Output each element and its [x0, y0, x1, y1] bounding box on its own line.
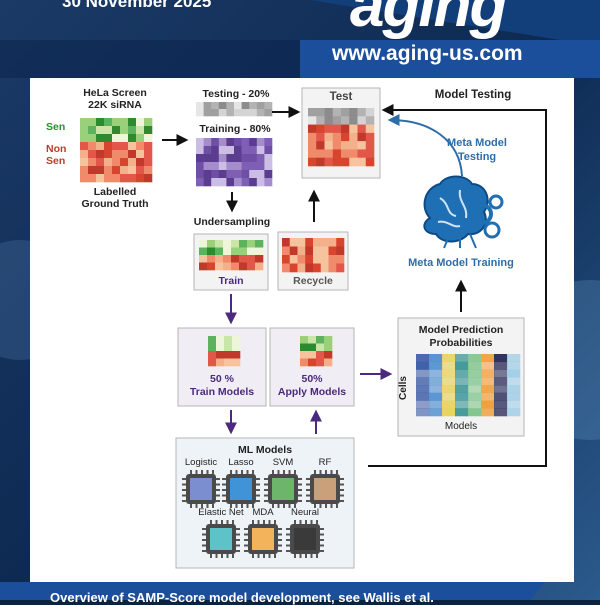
apply-models-pct: 50%: [301, 373, 323, 385]
ml-model-chip-rf: [306, 470, 344, 508]
ml-model-chip-mda: [244, 520, 282, 558]
cells-axis-label: Cells: [397, 376, 409, 400]
test-label: Test: [329, 91, 353, 103]
ml-model-label: RF: [318, 457, 332, 468]
models-axis-label: Models: [444, 421, 478, 432]
issue-date: 30 November 2025: [62, 0, 212, 11]
nonsen-label-2: Sen: [46, 155, 66, 167]
nonsen-label-1: Non: [46, 143, 67, 155]
model-testing-label: Model Testing: [434, 89, 512, 101]
probabilities-title-1: Model Prediction: [418, 324, 504, 336]
journal-url[interactable]: www.aging-us.com: [332, 42, 523, 65]
sen-label: Sen: [46, 121, 66, 133]
ml-model-label: Logistic: [184, 457, 218, 468]
training-heatmap: [196, 138, 273, 187]
hela-heatmap: [80, 118, 153, 183]
meta-training-label: Meta Model Training: [408, 257, 514, 269]
probabilities-heatmap: [416, 354, 521, 417]
hela-subtitle: 22K siRNA: [88, 99, 142, 111]
apply-models-heatmap: [300, 336, 333, 367]
ml-model-chip-svm: [264, 470, 302, 508]
ml-model-label: Neural: [291, 507, 319, 518]
labelled-label-1: Labelled: [93, 186, 137, 198]
test-heatmap: [308, 108, 375, 167]
ml-model-label: SVM: [272, 457, 294, 468]
train-models-label: Train Models: [189, 386, 255, 398]
ml-models-title: ML Models: [237, 444, 293, 456]
ml-model-label: MDA: [252, 507, 274, 518]
ml-model-label: Elastic Net: [198, 507, 244, 518]
train-models-pct: 50 %: [210, 373, 234, 385]
ml-model-chip-lasso: [222, 470, 260, 508]
meta-testing-label-1: Meta Model: [447, 137, 507, 149]
apply-models-label: Apply Models: [277, 386, 347, 398]
ml-model-chips: [182, 470, 344, 558]
journal-logo: aging: [350, 0, 507, 40]
testing-heatmap: [196, 102, 273, 117]
ml-model-chip-neural: [286, 520, 324, 558]
figure-caption: Overview of SAMP-Score model development…: [50, 590, 434, 605]
arrow-meta-to-test: [387, 114, 463, 177]
brain-gear-icon: [423, 175, 504, 249]
arrow-model-testing-loop: [368, 104, 547, 467]
recycle-label: Recycle: [293, 275, 333, 287]
meta-testing-label-2: Testing: [457, 151, 497, 163]
ml-model-chip-elastic-net: [202, 520, 240, 558]
train-heatmap: [199, 240, 264, 271]
training-label: Training - 80%: [199, 123, 271, 135]
probabilities-title-2: Probabilities: [429, 337, 493, 349]
train-label: Train: [218, 275, 244, 287]
train-models-heatmap: [208, 336, 241, 367]
labelled-label-2: Ground Truth: [81, 198, 149, 210]
hela-title: HeLa Screen: [83, 87, 147, 99]
undersampling-label: Undersampling: [193, 216, 271, 228]
ml-model-label: Lasso: [228, 457, 254, 468]
recycle-heatmap: [282, 238, 345, 273]
ml-model-chip-logistic: [182, 470, 220, 508]
testing-label: Testing - 20%: [202, 88, 270, 100]
